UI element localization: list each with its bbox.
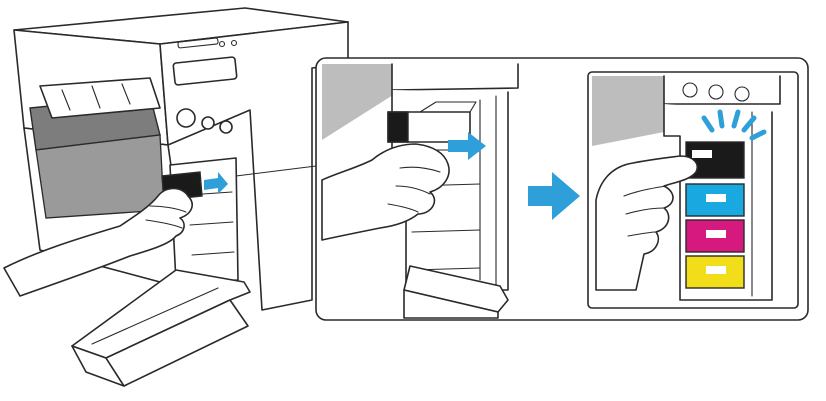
step-2-push-cartridge <box>321 63 519 319</box>
cover-fold-line <box>91 287 219 345</box>
magenta-cartridge-label <box>706 230 726 238</box>
printer-top-edge <box>391 63 519 91</box>
cartridge-top <box>419 101 477 113</box>
finger-lines <box>145 205 187 229</box>
panel-button <box>708 84 724 100</box>
printer-overview <box>3 7 349 387</box>
printer-side <box>159 21 349 311</box>
finger-lines <box>387 166 441 213</box>
status-light-bar <box>177 37 219 49</box>
panel-button <box>682 82 698 98</box>
yellow-cartridge-label <box>706 266 726 274</box>
hand <box>3 187 193 297</box>
hand-pushing <box>321 143 450 241</box>
panel-button <box>201 116 215 130</box>
finger-lines <box>623 185 667 237</box>
paper-guide <box>39 77 161 119</box>
click-burst-icon <box>701 109 767 141</box>
printer-interior-shade <box>322 64 404 140</box>
top-edge <box>663 75 781 105</box>
next-step-arrow-icon <box>528 172 580 220</box>
inner-cavity <box>35 134 165 219</box>
step-3-press-cartridge <box>592 75 781 301</box>
cartridge-black-end <box>387 111 409 143</box>
bay-slot-dividers <box>405 149 481 271</box>
panel-button <box>219 120 233 134</box>
cover-base <box>403 289 499 319</box>
front-cover-outer <box>105 299 249 387</box>
cyan-cartridge-label <box>706 194 726 202</box>
indicator-led <box>218 40 226 48</box>
bay-walls <box>479 95 497 289</box>
panel-button <box>176 108 196 128</box>
push-arrow-icon <box>448 132 486 160</box>
black-cartridge-label <box>692 150 712 158</box>
paper-guide-ribs <box>61 83 131 111</box>
interior-shade <box>592 76 664 146</box>
panel-button <box>734 86 750 102</box>
cover-hinge <box>403 265 509 313</box>
zoom-connector <box>235 165 317 177</box>
small-insert-arrow-icon <box>204 172 228 194</box>
lcd-display <box>172 56 238 86</box>
indicator-led <box>230 39 238 47</box>
